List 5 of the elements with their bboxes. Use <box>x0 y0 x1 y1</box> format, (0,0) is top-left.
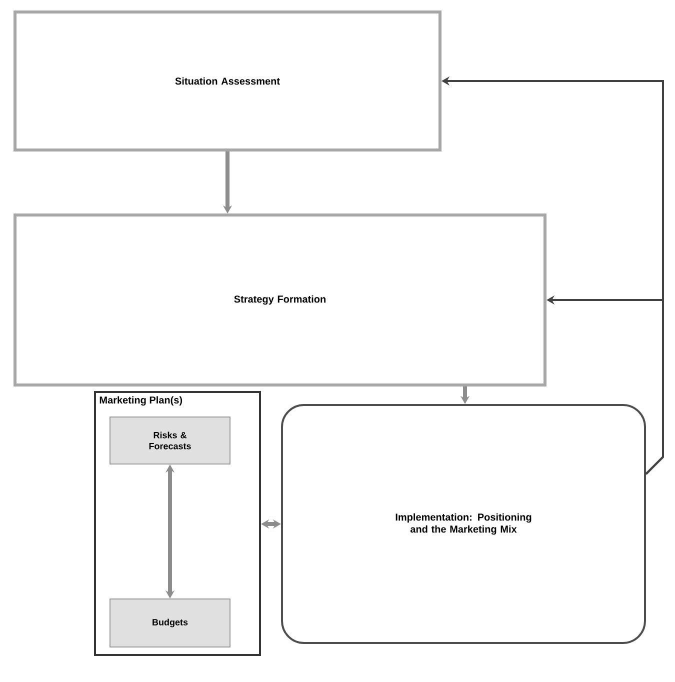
plan-item-box: Risks & Forecasts <box>110 416 230 464</box>
plan-item-box: Budgets <box>110 598 230 648</box>
process-box: Strategy Formation <box>14 214 546 386</box>
process-box: Situation Assessment <box>14 10 442 152</box>
rounded-box: Implementation: Positioning and the Marketing Mix <box>281 404 646 644</box>
